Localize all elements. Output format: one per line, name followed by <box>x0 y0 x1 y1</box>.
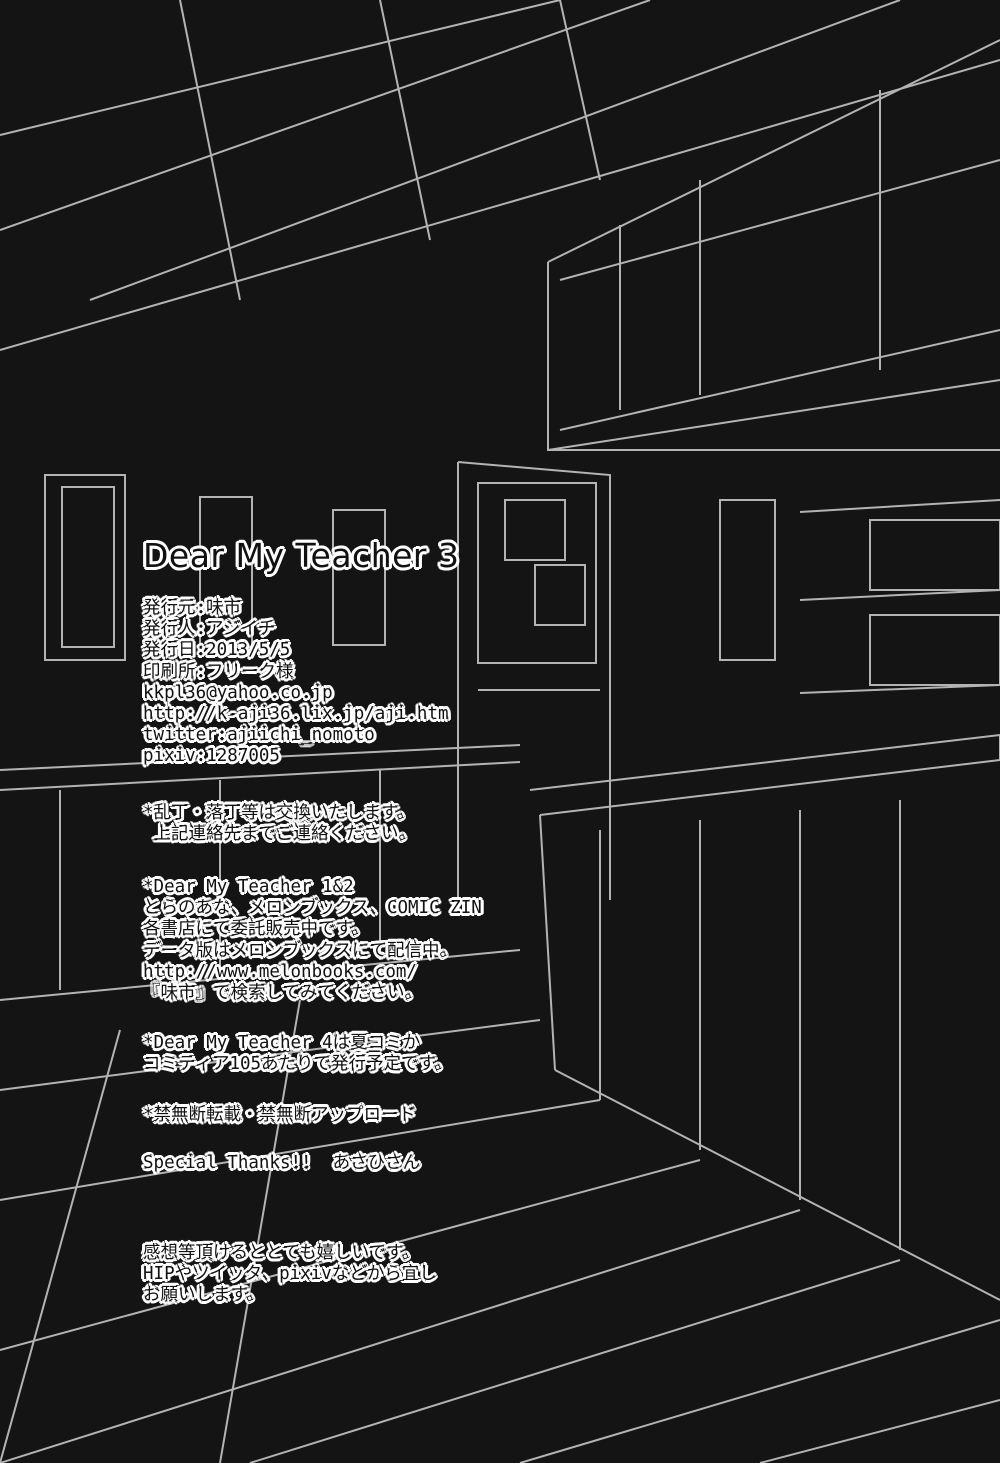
sales-notice-line: http://www.melonbooks.com/ <box>143 961 417 982</box>
next-issue-line: コミティア105あたりで発行予定です。 <box>143 1054 452 1075</box>
sales-notice-line: データ版はメロンブックスにて配信中。 <box>143 940 457 961</box>
colophon: 発行元:味市 発行人:アジイチ 発行日:2013/5/5 印刷所:フリーク様 k… <box>143 598 449 768</box>
sales-notice-line: *Dear My Teacher 1&2 <box>143 877 354 897</box>
sales-notice-line: とらのあな、メロンブックス、COMIC ZIN <box>143 898 482 919</box>
sales-notice-line: 各書店にて委託販売中です。 <box>143 919 369 940</box>
publisher-line: 発行元:味市 <box>143 598 242 618</box>
copyright-notice: *禁無断転載・禁無断アップロード <box>143 1105 417 1125</box>
date-line: 発行日:2013/5/5 <box>143 640 291 661</box>
email-line: kkpl36@yahoo.co.jp <box>143 682 333 703</box>
defect-notice: *乱丁・落丁等は交換いたします。 上記連絡先までご連絡ください。 <box>143 803 416 845</box>
closing-line: HIPやツイッタ、pixivなどから宜し <box>143 1264 437 1285</box>
closing-line: 感想等頂けるととても嬉しいです。 <box>143 1243 420 1263</box>
sales-notice: *Dear My Teacher 1&2 とらのあな、メロンブックス、COMIC… <box>143 877 482 1004</box>
book-title: Dear My Teacher 3 <box>143 536 460 575</box>
closing-line: お願いします。 <box>143 1285 264 1306</box>
defect-notice-line: 上記連絡先までご連絡ください。 <box>143 824 417 845</box>
pixiv-line: pixiv:1287005 <box>143 746 280 767</box>
sales-notice-line: 『味市』で検索してみてください。 <box>143 983 422 1004</box>
next-issue-line: *Dear My Teacher 4は夏コミか <box>143 1033 421 1053</box>
issuer-line: 発行人:アジイチ <box>143 619 276 640</box>
defect-notice-line: *乱丁・落丁等は交換いたします。 <box>143 803 415 823</box>
special-thanks: Special Thanks!! あさひさん <box>143 1153 421 1173</box>
twitter-line: twitter:ajiichi_nomoto <box>143 725 375 746</box>
next-issue-notice: *Dear My Teacher 4は夏コミか コミティア105あたりで発行予定… <box>143 1033 452 1075</box>
closing-message: 感想等頂けるととても嬉しいです。 HIPやツイッタ、pixivなどから宜し お願… <box>143 1243 437 1307</box>
printer-line: 印刷所:フリーク様 <box>143 661 294 682</box>
website-line: http://k-aji36.lix.jp/aji.htm <box>143 704 449 725</box>
